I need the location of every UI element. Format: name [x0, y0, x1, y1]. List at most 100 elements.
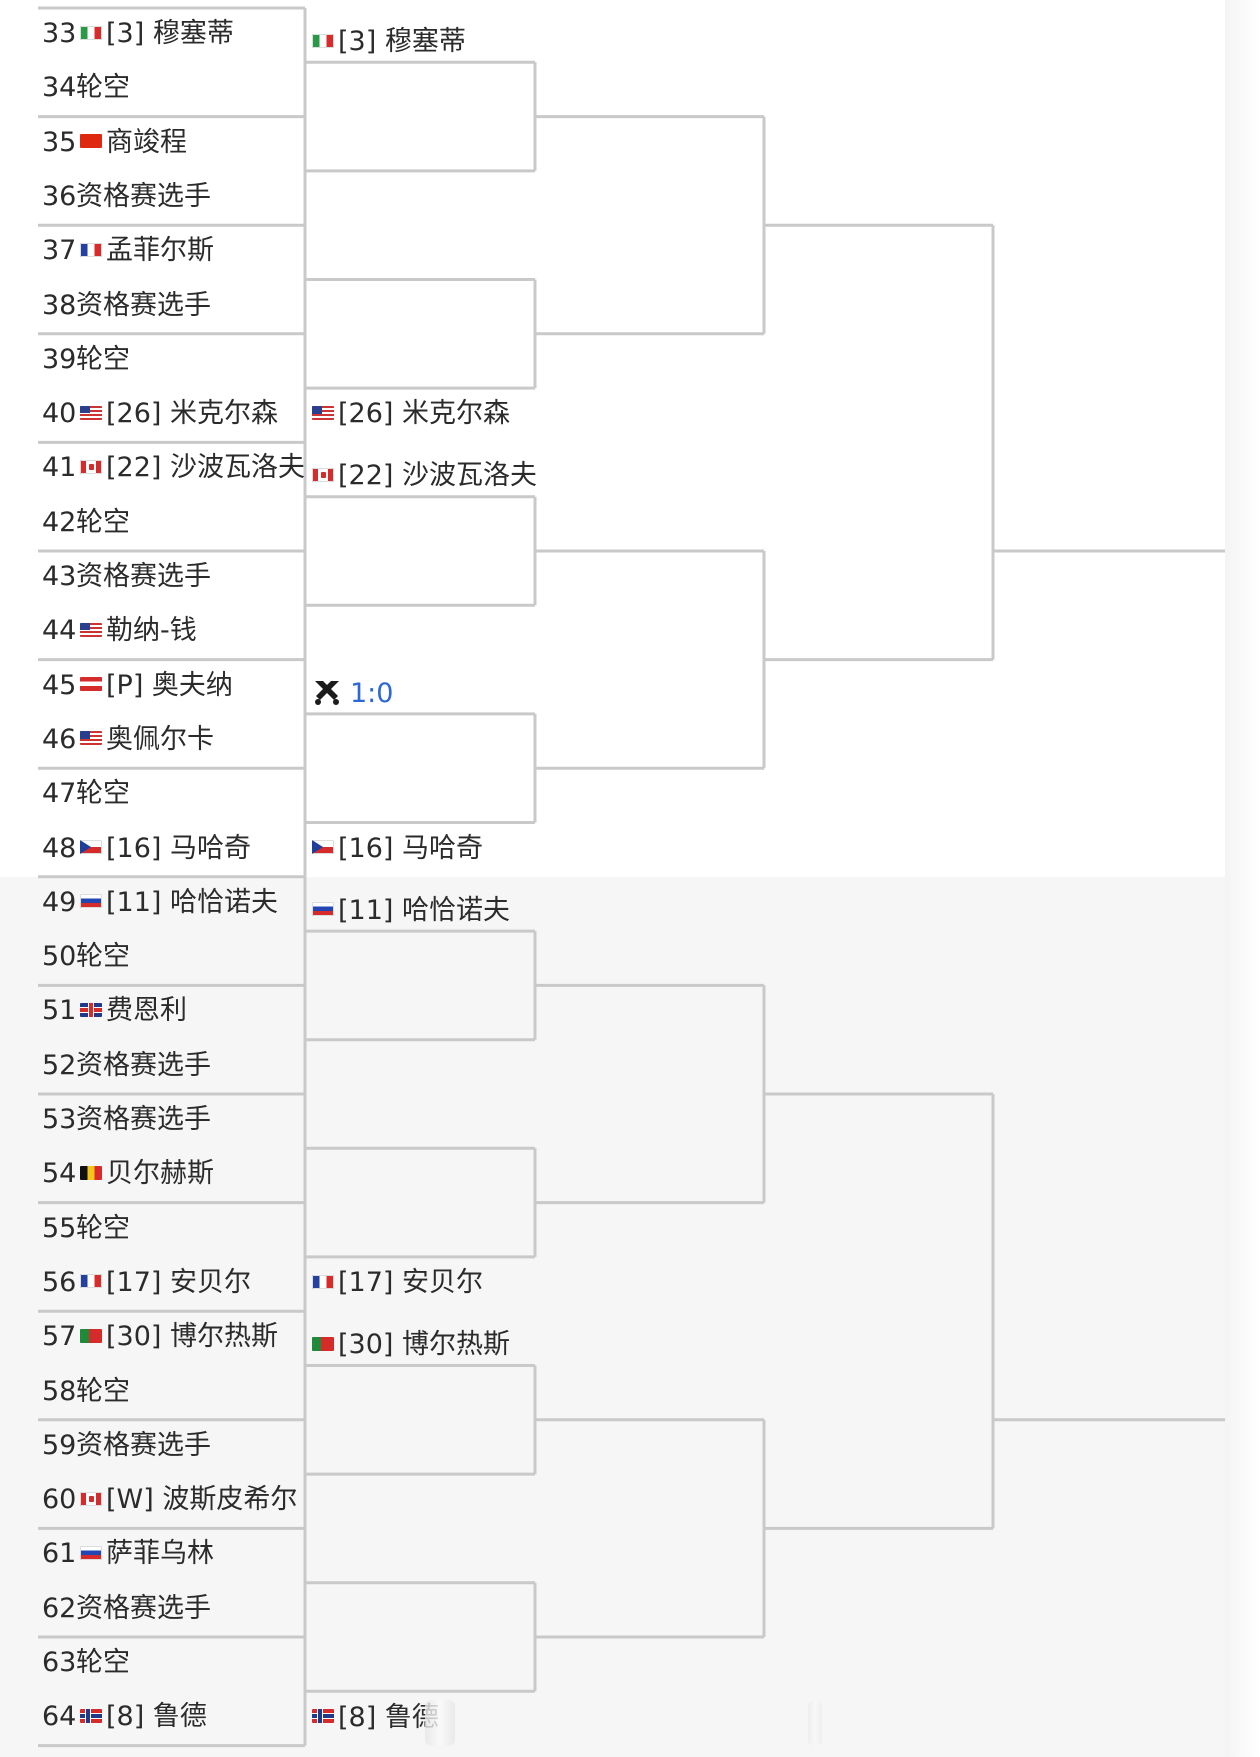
draw-entry[interactable]: 42轮空: [42, 501, 130, 545]
player-name: 孟菲尔斯: [106, 235, 214, 267]
player-name: 萨菲乌林: [106, 1538, 214, 1570]
draw-entry[interactable]: 53资格赛选手: [42, 1098, 211, 1142]
draw-position-number: 59: [42, 1429, 77, 1461]
player-name: [30] 博尔热斯: [106, 1321, 279, 1353]
player-name: [16] 马哈奇: [338, 832, 484, 864]
draw-entry[interactable]: 38资格赛选手: [42, 284, 211, 328]
player-name: 贝尔赫斯: [106, 1158, 214, 1190]
live-match-score[interactable]: 1:0: [312, 674, 393, 714]
round-2-player[interactable]: [8] 鲁德: [312, 1698, 439, 1738]
draw-entry[interactable]: 64 [8] 鲁德: [42, 1695, 207, 1739]
draw-entry[interactable]: 33[3] 穆塞蒂: [42, 12, 234, 56]
player-name: [26] 米克尔森: [338, 398, 511, 430]
draw-entry[interactable]: 47轮空: [42, 772, 130, 816]
draw-entry[interactable]: 34轮空: [42, 66, 130, 110]
draw-position-number: 63: [42, 1647, 77, 1678]
player-name: [26] 米克尔森: [106, 398, 279, 430]
flag-ca-icon: [80, 459, 102, 474]
round-2-player[interactable]: [16] 马哈奇: [312, 829, 483, 869]
draw-entry[interactable]: 57 [30] 博尔热斯: [42, 1315, 278, 1359]
flag-it-icon: [80, 25, 102, 40]
draw-entry[interactable]: 49 [11] 哈恰诺夫: [42, 881, 278, 925]
draw-position-number: 50: [42, 941, 77, 973]
draw-entry[interactable]: 61 萨菲乌林: [42, 1532, 214, 1576]
round-2-player[interactable]: [3] 穆塞蒂: [312, 22, 466, 62]
draw-position-number: 49: [42, 886, 77, 918]
draw-position-number: 55: [42, 1212, 77, 1244]
draw-position-number: 62: [42, 1592, 77, 1624]
player-name: [30] 博尔热斯: [338, 1329, 511, 1361]
player-name: 资格赛选手: [76, 1429, 211, 1461]
draw-position-number: 48: [42, 832, 77, 864]
player-name: [11] 哈恰诺夫: [106, 886, 279, 918]
flag-us-icon: [80, 622, 102, 637]
match-score: 1:0: [350, 677, 394, 709]
draw-entry[interactable]: 40 [26] 米克尔森: [42, 392, 278, 436]
draw-position-number: 61: [42, 1538, 77, 1570]
draw-position-number: 60: [42, 1484, 77, 1516]
scroll-indicator-secondary: [808, 1700, 822, 1746]
draw-entry[interactable]: 63轮空: [42, 1641, 130, 1685]
player-name: 勒纳-钱: [106, 615, 197, 647]
draw-position-number: 38: [42, 289, 77, 321]
flag-cz-icon: [80, 840, 102, 854]
draw-position-number: 42: [42, 506, 77, 538]
draw-position-number: 64: [42, 1701, 77, 1733]
player-name: 轮空: [76, 1647, 130, 1678]
draw-entry[interactable]: 36资格赛选手: [42, 175, 211, 219]
scroll-indicator: [425, 1700, 455, 1746]
round-2-player[interactable]: [22] 沙波瓦洛夫: [312, 456, 537, 496]
player-name: [11] 哈恰诺夫: [338, 894, 511, 926]
player-name: 轮空: [76, 941, 130, 973]
draw-entry[interactable]: 37 孟菲尔斯: [42, 229, 214, 273]
round-2-player[interactable]: [26] 米克尔森: [312, 394, 510, 434]
player-name: [22] 沙波瓦洛夫: [106, 452, 306, 484]
draw-entry[interactable]: 48[16] 马哈奇: [42, 827, 251, 871]
draw-entry[interactable]: 60 [W] 波斯皮希尔: [42, 1478, 297, 1522]
flag-fr-icon: [80, 1274, 102, 1289]
draw-position-number: 34: [42, 72, 77, 104]
draw-entry[interactable]: 62资格赛选手: [42, 1587, 211, 1631]
flag-us-icon: [80, 405, 102, 420]
draw-position-number: 47: [42, 778, 77, 810]
flag-ru-icon: [80, 1545, 102, 1560]
draw-entry[interactable]: 41 [22] 沙波瓦洛夫: [42, 446, 305, 490]
bracket-section-bottom: [0, 877, 1225, 1757]
draw-position-number: 40: [42, 398, 77, 430]
draw-entry[interactable]: 58轮空: [42, 1370, 130, 1414]
draw-position-number: 46: [42, 723, 77, 755]
draw-entry[interactable]: 45[P] 奥夫纳: [42, 664, 233, 708]
round-2-player[interactable]: [11] 哈恰诺夫: [312, 891, 510, 931]
draw-position-number: 36: [42, 180, 77, 212]
player-name: [8] 鲁德: [106, 1701, 207, 1733]
flag-fr-icon: [312, 1274, 334, 1289]
flag-ca-icon: [80, 1491, 102, 1506]
draw-entry[interactable]: 50轮空: [42, 935, 130, 979]
draw-entry[interactable]: 55轮空: [42, 1207, 130, 1251]
player-name: 轮空: [76, 72, 130, 104]
draw-entry[interactable]: 59资格赛选手: [42, 1424, 211, 1468]
round-2-player[interactable]: [17] 安贝尔: [312, 1263, 483, 1303]
draw-position-number: 56: [42, 1266, 77, 1298]
draw-entry[interactable]: 43资格赛选手: [42, 555, 211, 599]
round-2-player[interactable]: [30] 博尔热斯: [312, 1325, 510, 1365]
draw-position-number: 51: [42, 995, 77, 1027]
draw-entry[interactable]: 56[17] 安贝尔: [42, 1261, 251, 1305]
player-name: [W] 波斯皮希尔: [106, 1484, 298, 1516]
draw-entry[interactable]: 39轮空: [42, 338, 130, 382]
flag-it-icon: [312, 33, 334, 48]
player-name: 轮空: [76, 778, 130, 810]
draw-position-number: 57: [42, 1321, 77, 1353]
flag-pt-icon: [80, 1328, 102, 1343]
draw-entry[interactable]: 52资格赛选手: [42, 1044, 211, 1088]
draw-position-number: 41: [42, 452, 77, 484]
draw-position-number: 37: [42, 235, 77, 267]
flag-ru-icon: [80, 894, 102, 909]
flag-gb-icon: [80, 1002, 102, 1017]
bracket-section-top: [0, 0, 1225, 877]
